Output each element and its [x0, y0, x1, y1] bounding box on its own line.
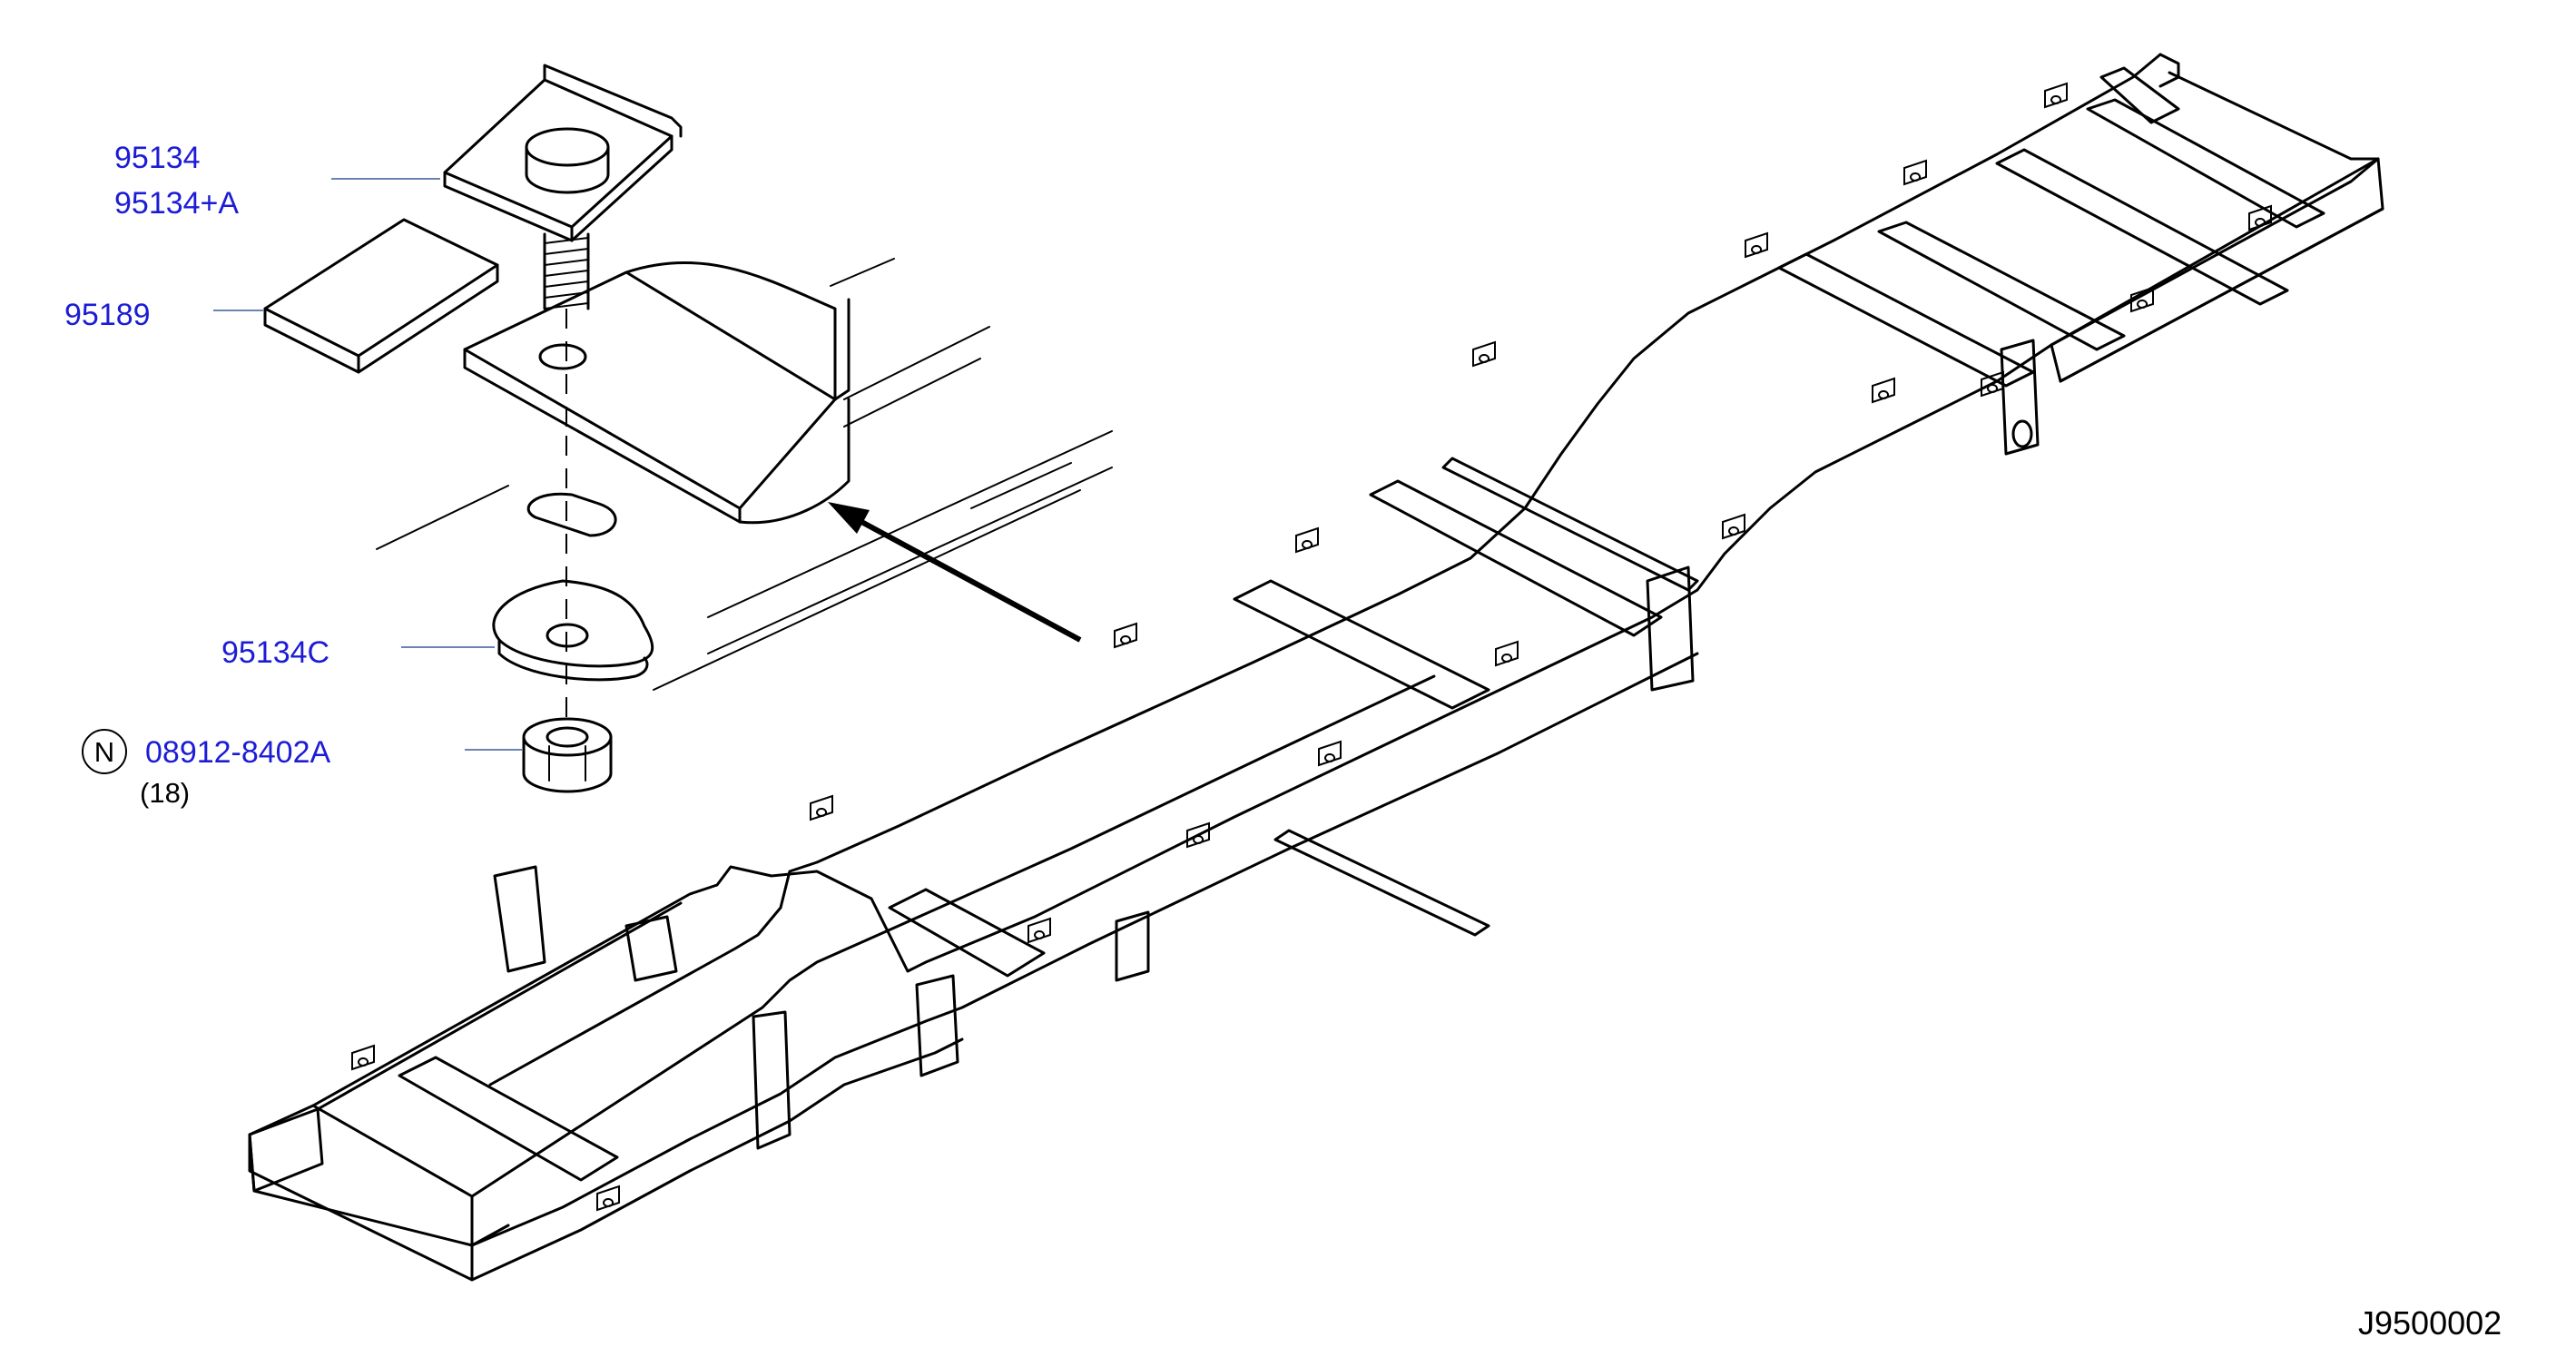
body-mount-tab — [2130, 286, 2154, 313]
callout-95134-a: 95134+A — [114, 186, 239, 221]
pad — [263, 218, 499, 374]
callout-95189: 95189 — [64, 298, 151, 332]
nut-symbol-badge: N — [82, 729, 127, 774]
callout-labels: 95134 95134+A 95189 95134C N 08912-8402A… — [64, 141, 2502, 1342]
callout-08912-8402a: 08912-8402A — [145, 735, 331, 770]
chassis-frame — [248, 53, 2384, 1282]
brackets — [493, 66, 2180, 1150]
detail-arrow — [828, 502, 1082, 643]
body-mount-tabs — [351, 82, 2272, 1212]
callout-95134: 95134 — [114, 141, 201, 175]
body-mount-tab — [1186, 821, 1210, 849]
body-mount-tab — [1472, 340, 1496, 368]
cross-members — [398, 98, 2325, 1182]
clip-bracket-top — [443, 64, 683, 242]
frame-slot — [526, 492, 617, 537]
callout-95134c: 95134C — [221, 635, 329, 670]
detail-frame-rail-lines — [376, 258, 1113, 691]
body-mount-tab — [1903, 159, 1927, 186]
body-mount-tab — [810, 794, 833, 821]
body-mount-tab — [1114, 622, 1137, 649]
nut — [522, 717, 613, 793]
spring-stud — [543, 232, 590, 310]
body-mount-tab — [1981, 370, 2004, 398]
body-mount-tab — [1745, 231, 1768, 259]
body-mount-tab — [1872, 377, 1895, 404]
reference-code: J9500002 — [2358, 1304, 2502, 1342]
nut-symbol-letter: N — [94, 736, 114, 768]
body-mount-tab — [1722, 513, 1745, 540]
body-mount-tab — [1318, 740, 1342, 767]
frame-bracket — [463, 261, 850, 525]
body-mount-tab — [351, 1044, 375, 1071]
leader-lines — [213, 178, 522, 751]
body-mount-tab — [1495, 640, 1519, 667]
detail-view — [263, 64, 1113, 793]
body-mount-tab — [596, 1185, 620, 1212]
body-mount-tab — [2248, 204, 2272, 231]
callout-quantity: (18) — [140, 777, 190, 809]
body-mount-tab — [1027, 917, 1051, 944]
washer — [492, 579, 654, 682]
body-mount-tab — [1295, 526, 1319, 554]
body-mount-tab — [2044, 82, 2068, 109]
